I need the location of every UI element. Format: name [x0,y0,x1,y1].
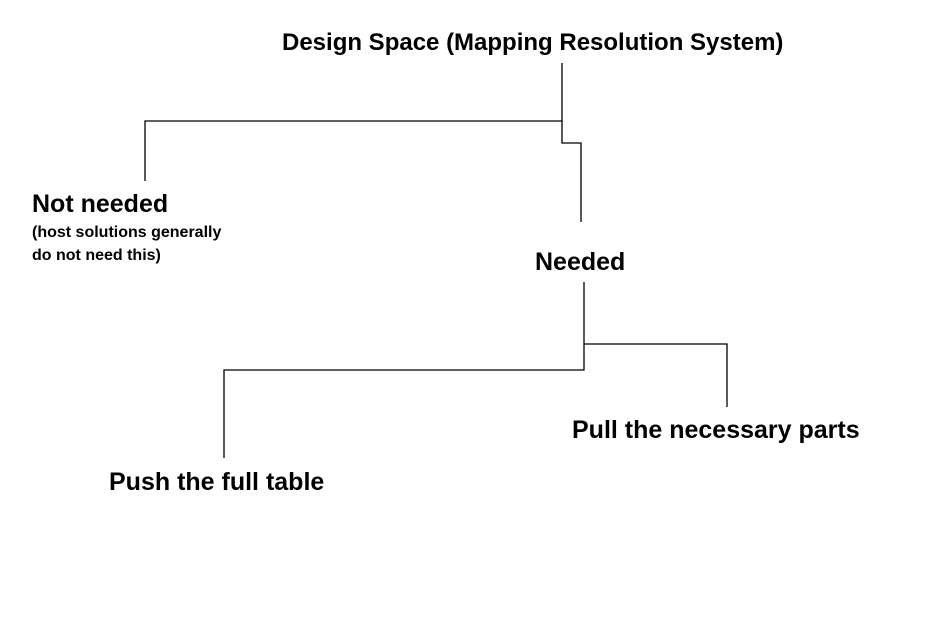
root-node-label: Design Space (Mapping Resolution System) [282,29,784,56]
not-needed-node-label: Not needed [32,190,169,218]
connector-needed-to-pull [584,343,728,407]
connector-root-to-not-needed [144,63,563,181]
connector-needed-to-push [223,282,585,458]
push-table-node-label: Push the full table [109,468,325,496]
pull-parts-node-label: Pull the necessary parts [572,416,860,444]
not-needed-note-line-1: (host solutions generally [32,224,222,241]
needed-node-label: Needed [535,248,626,276]
not-needed-note-line-2: do not need this) [32,247,161,264]
connector-root-to-needed [561,121,582,222]
